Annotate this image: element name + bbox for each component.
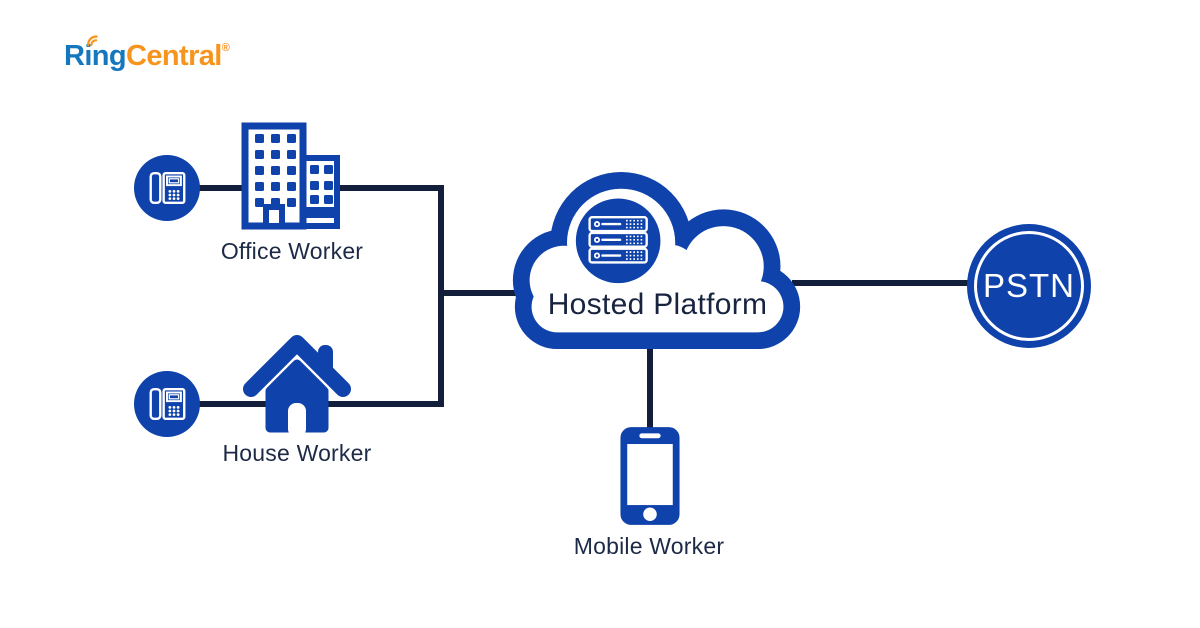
connector-hub-vertical [438, 185, 444, 407]
pstn-inner-ring [974, 231, 1084, 341]
office-building-icon [241, 122, 340, 230]
house-worker-label: House Worker [222, 440, 372, 466]
hosted-platform-label: Hosted Platform [547, 288, 768, 321]
house-icon [243, 335, 351, 437]
office-worker-label: Office Worker [220, 238, 364, 264]
pstn-label: PSTN [982, 267, 1075, 304]
registered-trademark: ® [221, 42, 230, 54]
house-phone-circle [134, 371, 200, 437]
desk-phone-icon [149, 171, 186, 205]
server-rack-icon [588, 216, 648, 264]
cloud-icon [512, 171, 801, 350]
office-phone-circle [134, 155, 200, 221]
desk-phone-icon [149, 387, 186, 421]
logo-text-central: Central [126, 40, 222, 72]
signal-waves-icon [87, 35, 98, 47]
mobile-worker-label: Mobile Worker [573, 533, 725, 559]
smartphone-icon [620, 427, 680, 525]
connector-hub-to-cloud [438, 290, 520, 296]
connector-cloud-to-mobile [647, 345, 653, 430]
ringcentral-logo: RingCentral® [64, 35, 230, 73]
logo-text-ring: Ring [64, 40, 127, 72]
pstn-node: PSTN [967, 224, 1091, 348]
hosted-platform-node: Hosted Platform [505, 170, 810, 352]
connector-cloud-to-pstn [792, 280, 970, 286]
